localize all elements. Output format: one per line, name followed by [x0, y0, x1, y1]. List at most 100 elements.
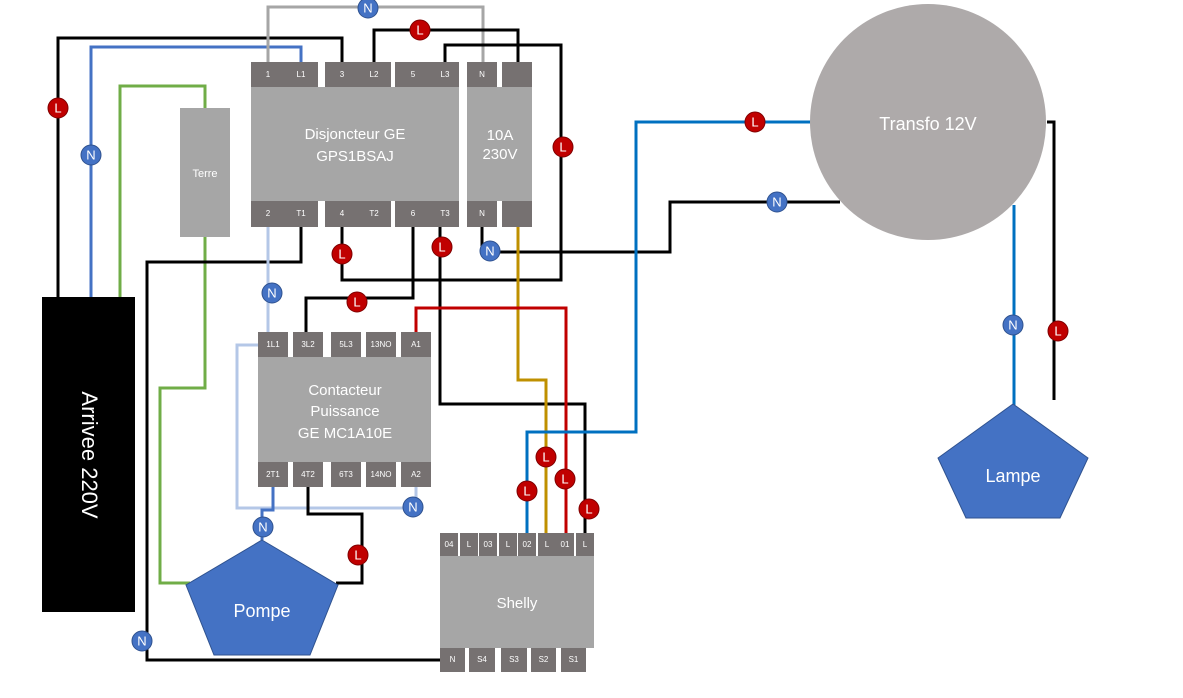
arrivee-220v: Arrivee 220V [42, 297, 135, 612]
neutral-marker: N [261, 282, 283, 304]
terminal-label: L [545, 540, 550, 549]
svg-text:N: N [86, 148, 95, 163]
shelly-terminal [440, 533, 458, 556]
wire-blue-o2-transfo [525, 120, 812, 533]
terminal-label: 1L1 [266, 340, 280, 349]
terminal-label: 1 [266, 70, 271, 79]
neutral-marker: N [479, 240, 501, 262]
terminal-label: 6T3 [339, 470, 353, 479]
live-marker: L [516, 480, 538, 502]
wire-earth-in [118, 84, 207, 297]
terminal-label: L [467, 540, 472, 549]
svg-text:L: L [354, 548, 361, 563]
terminal-label: 04 [445, 540, 454, 549]
terminal-label: S4 [477, 655, 487, 664]
svg-text:L: L [542, 450, 549, 465]
neutral-marker: N [357, 0, 379, 19]
svg-text:N: N [258, 520, 267, 535]
terminal-label: A2 [411, 470, 421, 479]
live-marker: L [552, 136, 574, 158]
wire-red-a1 [414, 306, 568, 533]
terminal-label: N [479, 209, 485, 218]
terminal-label: 3L2 [301, 340, 315, 349]
live-marker: L [431, 236, 453, 258]
shelly-terminal [469, 648, 495, 672]
live-marker: L [578, 498, 600, 520]
shelly-terminal [518, 533, 536, 556]
neutral-marker: N [131, 630, 153, 652]
terminal-label: N [450, 655, 456, 664]
terminal-label: S1 [569, 655, 579, 664]
wire-module-n-transfo [480, 200, 840, 254]
terminal-label: 4 [340, 209, 345, 218]
terminal-label: 5 [411, 70, 416, 79]
contacteur-title: Contacteur [308, 382, 381, 399]
wire-earth-pompe [158, 237, 207, 585]
live-marker: L [744, 111, 766, 133]
breaker-module: N N 10A 230V [467, 62, 532, 227]
svg-text:L: L [1054, 324, 1061, 339]
neutral-marker: N [402, 496, 424, 518]
terminal-label: 5L3 [339, 340, 353, 349]
terminal-label: T3 [440, 209, 450, 218]
wire-transfo-lampe-l [1047, 120, 1056, 400]
contacteur-model: GE MC1A10E [298, 425, 392, 442]
shelly-terminal [460, 533, 478, 556]
live-marker: L [347, 544, 369, 566]
live-marker: L [535, 446, 557, 468]
svg-text:N: N [1008, 318, 1017, 333]
lampe-label: Lampe [985, 466, 1040, 486]
svg-text:N: N [408, 500, 417, 515]
wire-t3-shelly [438, 227, 587, 533]
shelly-terminal [479, 533, 497, 556]
terminal-label: L3 [441, 70, 450, 79]
transfo: Transfo 12V [810, 4, 1046, 240]
wire-t1-shelly-n [145, 227, 440, 662]
module-rating: 10A [487, 127, 514, 144]
terminal-label: L [583, 540, 588, 549]
terminal-label: N [479, 70, 485, 79]
terminal-label: 02 [523, 540, 532, 549]
terminal-label: 01 [561, 540, 570, 549]
shelly-terminal [556, 533, 574, 556]
contacteur-subtitle: Puissance [310, 403, 379, 420]
terminal-label: S2 [539, 655, 549, 664]
neutral-marker: N [766, 191, 788, 213]
terminal-label: S3 [509, 655, 519, 664]
svg-text:L: L [751, 115, 758, 130]
live-marker: L [331, 243, 353, 265]
svg-text:L: L [416, 23, 423, 38]
live-marker: L [1047, 320, 1069, 342]
terminal-label: 3 [340, 70, 345, 79]
svg-text:N: N [137, 634, 146, 649]
svg-text:L: L [585, 502, 592, 517]
terminal-label: A1 [411, 340, 421, 349]
svg-text:L: L [54, 101, 61, 116]
svg-text:L: L [559, 140, 566, 155]
terminal-label: 2T1 [266, 470, 280, 479]
svg-text:L: L [561, 472, 568, 487]
shelly-terminal [538, 533, 556, 556]
arrivee-label: Arrivee 220V [77, 391, 102, 519]
lampe: Lampe [937, 403, 1089, 519]
shelly-title: Shelly [497, 595, 538, 612]
disjoncteur-title: Disjoncteur GE [305, 126, 406, 143]
svg-text:L: L [353, 295, 360, 310]
shelly-terminal [501, 648, 527, 672]
disjoncteur: 1 L1 3 L2 5 L3 2 T1 4 T2 6 T3 Disjoncteu… [251, 62, 459, 227]
shelly-terminal [576, 533, 594, 556]
terminal-label: T2 [369, 209, 379, 218]
terminal-label: 03 [484, 540, 493, 549]
terminal-label: 4T2 [301, 470, 315, 479]
svg-text:N: N [485, 244, 494, 259]
pompe: Pompe [185, 539, 339, 656]
terminal-label: T1 [296, 209, 306, 218]
svg-text:L: L [338, 247, 345, 262]
shelly-terminal [440, 648, 465, 672]
live-marker: L [47, 97, 69, 119]
terminal-label: L1 [297, 70, 306, 79]
svg-text:N: N [267, 286, 276, 301]
contacteur: 1L1 3L2 5L3 13NO A1 2T1 4T2 6T3 14NO A2 … [258, 332, 431, 487]
